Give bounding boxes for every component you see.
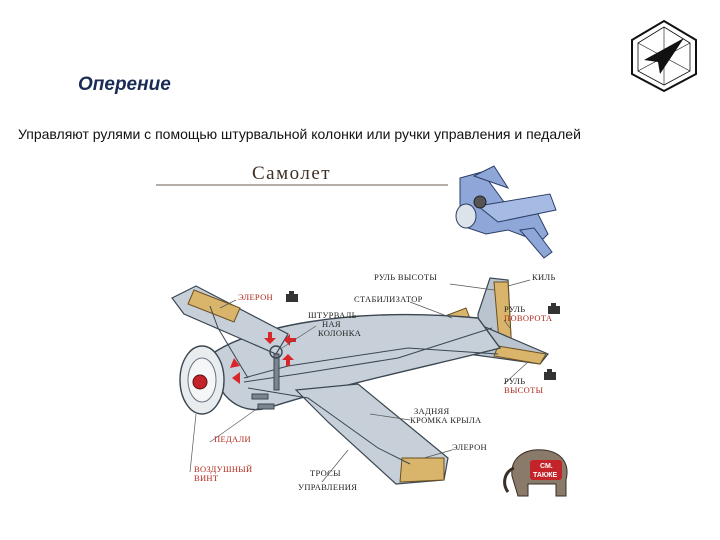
label-elevator-bottom-2: ВЫСОТЫ	[504, 385, 544, 395]
slide-body-text: Управляют рулями с помощью штурвальной к…	[18, 126, 581, 142]
airplane-controls-illustration: Самолет	[148, 158, 572, 514]
label-cables-1: ТРОСЫ	[310, 468, 341, 478]
compass-arrow-icon	[626, 18, 702, 94]
badge-line-2: ТАКЖЕ	[533, 472, 557, 479]
label-rudder-2: ПОВОРОТА	[504, 313, 553, 323]
camera-icon	[286, 291, 298, 302]
mini-airplane-icon	[455, 165, 557, 259]
label-fin: КИЛЬ	[532, 272, 556, 282]
label-elevator-bottom-1: РУЛЬ	[504, 376, 525, 386]
camera-icon	[548, 303, 560, 314]
label-control-column-3: КОЛОНКА	[318, 328, 362, 338]
label-propeller-2: ВИНТ	[194, 473, 219, 483]
badge-line-1: СМ.	[540, 463, 553, 470]
see-also-badge-icon: СМ. ТАКЖЕ	[503, 449, 568, 497]
label-trailing-edge-1: ЗАДНЯЯ	[414, 406, 450, 416]
camera-icon	[544, 369, 556, 380]
label-trailing-edge-2: КРОМКА КРЫЛА	[410, 415, 482, 425]
label-stabilizer: СТАБИЛИЗАТОР	[354, 294, 423, 304]
label-rudder-1: РУЛЬ	[504, 304, 525, 314]
label-aileron-left: ЭЛЕРОН	[238, 292, 273, 302]
label-pedals: ПЕДАЛИ	[214, 434, 251, 444]
label-control-column-2: НАЯ	[322, 319, 341, 329]
label-control-column-1: ШТУРВАЛЬ-	[308, 310, 360, 320]
slide-title: Оперение	[78, 74, 171, 95]
label-elevator-top: РУЛЬ ВЫСОТЫ	[374, 272, 437, 282]
label-propeller-1: ВОЗДУШНЫЙ	[194, 464, 252, 474]
figure-heading: Самолет	[252, 163, 331, 184]
movement-arrows	[230, 332, 296, 384]
label-cables-2: УПРАВЛЕНИЯ	[298, 482, 357, 492]
label-aileron-right: ЭЛЕРОН	[452, 442, 487, 452]
